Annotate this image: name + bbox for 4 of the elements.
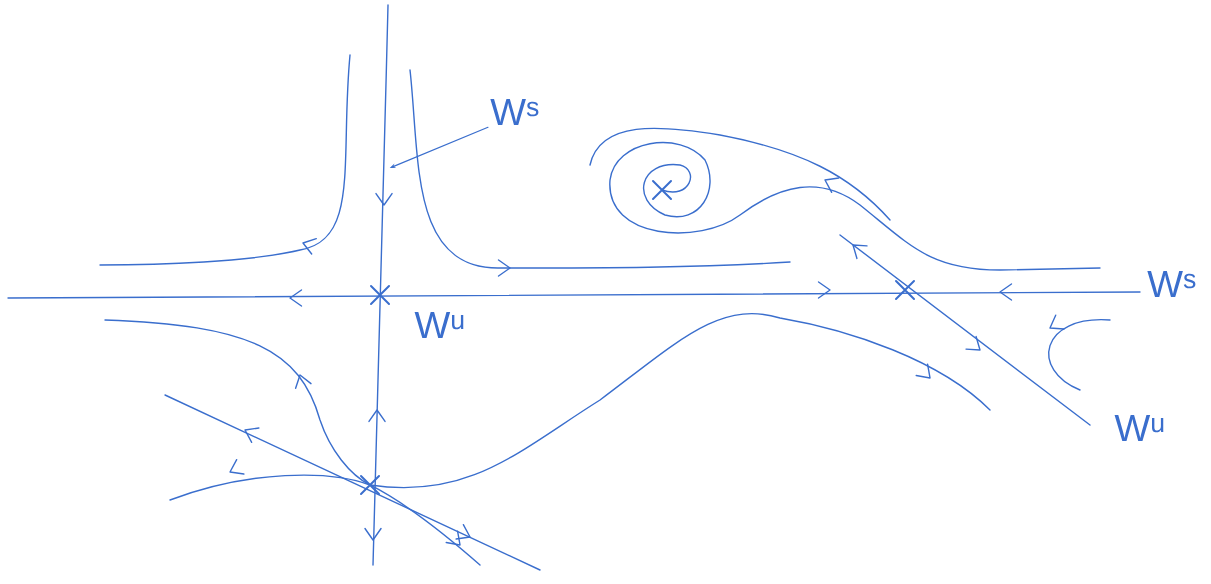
trajectory-curve [364,4,393,566]
axis-label: W$^{s}$ [490,98,539,126]
axis-label: W$^{u}$ [1114,414,1164,442]
axis-label: W$^{s}$ [1147,270,1196,298]
